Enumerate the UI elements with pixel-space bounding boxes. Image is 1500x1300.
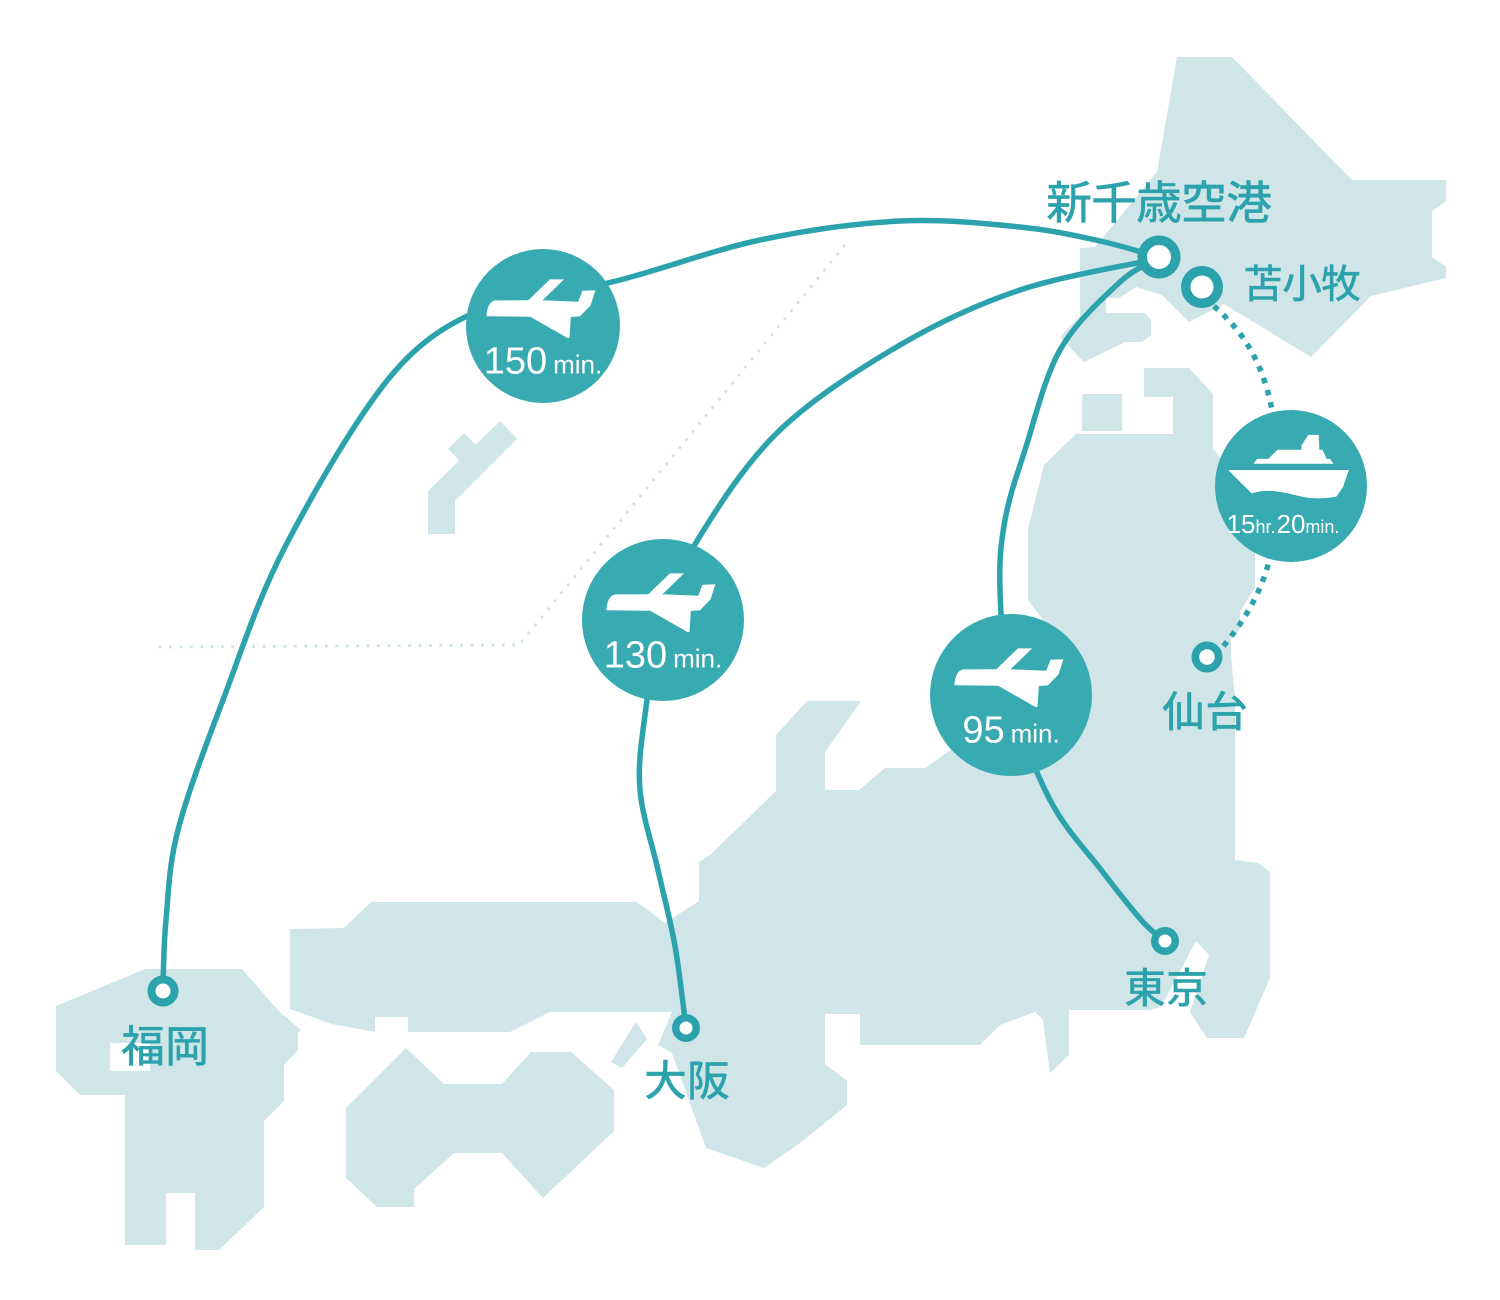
svg-text:150: 150 <box>484 341 547 383</box>
svg-text:95: 95 <box>962 710 1004 752</box>
svg-text:min.: min. <box>1011 719 1060 749</box>
svg-text:130: 130 <box>604 635 667 677</box>
svg-text:min.: min. <box>673 644 722 674</box>
svg-text:min.: min. <box>1305 517 1339 537</box>
svg-text:min.: min. <box>553 350 602 380</box>
svg-text:20: 20 <box>1277 509 1306 539</box>
svg-text:hr.: hr. <box>1256 517 1276 537</box>
svg-text:15: 15 <box>1227 509 1256 539</box>
